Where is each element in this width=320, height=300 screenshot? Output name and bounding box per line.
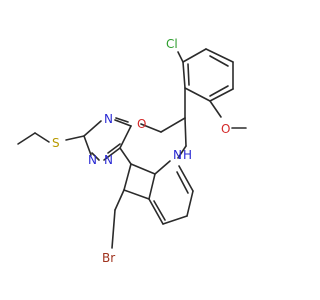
bond [186, 190, 194, 217]
atom-oxygen-ring: O [137, 117, 146, 131]
bond [83, 135, 92, 156]
atom-nitrogen-lower: N [104, 153, 113, 167]
bond [160, 117, 186, 133]
bond [111, 209, 116, 249]
bond [209, 88, 234, 102]
bond [205, 48, 234, 63]
atom-oxygen-methoxy: O [221, 122, 230, 136]
atom-bromine: Br [102, 251, 115, 265]
atom-nitrogen-amine: N [173, 148, 182, 162]
bond [17, 132, 36, 145]
bond [177, 145, 187, 159]
bond [177, 51, 184, 63]
bond [130, 163, 156, 175]
bond [103, 147, 121, 161]
bond-double [209, 85, 229, 97]
bond [114, 119, 132, 127]
bond [184, 117, 187, 147]
bond [83, 120, 102, 137]
bond-double [107, 143, 121, 154]
atom-labels: Cl O O N N N N H S Br [52, 37, 230, 265]
atom-sulfur: S [52, 136, 60, 150]
bond [123, 163, 132, 191]
bond [119, 125, 132, 149]
bond [119, 147, 132, 165]
molecule-diagram: Cl O O N N N N H S Br [17, 37, 247, 265]
bond [178, 165, 194, 192]
bond [162, 215, 188, 225]
atom-hydrogen-amine: H [183, 148, 192, 162]
bond [148, 198, 164, 225]
bond-double [209, 55, 229, 67]
bond [123, 189, 150, 200]
atom-chlorine: Cl [166, 37, 178, 51]
bond-double [187, 63, 190, 86]
bond [182, 48, 207, 63]
bond [91, 152, 100, 161]
bond [65, 135, 85, 141]
bond [184, 87, 211, 102]
bond [148, 173, 156, 200]
atom-nitrogen-left: N [88, 153, 97, 167]
bond [114, 189, 125, 211]
bond-double [153, 200, 166, 221]
atom-nitrogen-upper: N [104, 112, 113, 126]
bond-double [176, 171, 189, 194]
bond [34, 132, 50, 143]
bond [140, 123, 162, 133]
bond [154, 160, 171, 175]
bond [209, 100, 222, 118]
bond-double [115, 117, 129, 123]
bonds [17, 48, 247, 249]
bond [182, 61, 186, 89]
